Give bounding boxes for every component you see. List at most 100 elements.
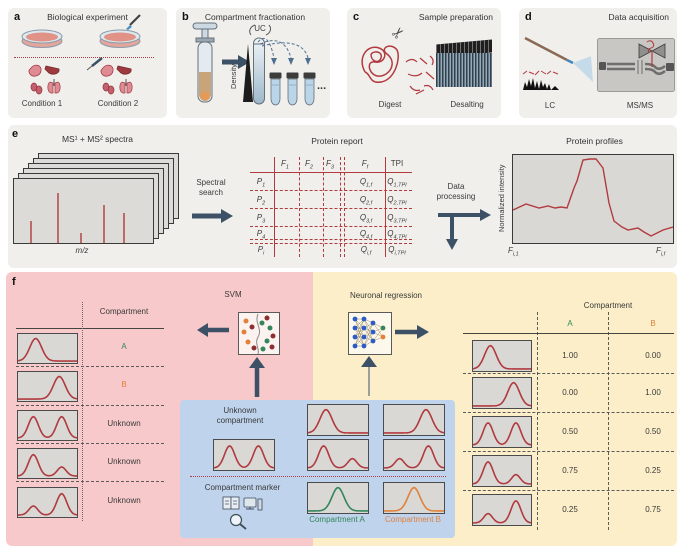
report-row-label: P4	[256, 229, 266, 241]
fraction-tube-icon	[303, 72, 316, 106]
panel-b-title: Compartment fractionation	[204, 12, 306, 22]
left-table-row-divider	[16, 366, 164, 367]
centrifuge-arrows-icon	[249, 24, 272, 36]
arrow-right-icon	[192, 209, 233, 223]
report-table-line	[385, 157, 386, 257]
report-qtpi-cell: Q3,TPI	[387, 213, 407, 225]
report-col-header: F3	[326, 159, 334, 171]
report-col-header: F1	[281, 159, 289, 171]
lc-column-icon	[522, 36, 593, 90]
panel-d-letter: d	[525, 11, 532, 23]
right-table-header: Compartment	[583, 301, 633, 310]
report-qtpi-cell: Qi,TPI	[388, 245, 406, 257]
spectral-search-label: Spectral search	[196, 178, 226, 197]
compartment-class-label: Unknown	[107, 419, 141, 428]
condition-divider	[14, 57, 154, 58]
report-table-line	[274, 157, 275, 257]
peptide-fragments-icon	[405, 55, 435, 95]
report-qf-cell: Qi,f	[360, 245, 372, 257]
panel-c-letter: c	[353, 11, 360, 23]
right-table-row-divider	[463, 451, 674, 452]
desalting-plate-bristles-icon	[436, 53, 492, 87]
pipette-icon	[126, 14, 141, 30]
profile-thumbnail	[472, 416, 532, 448]
left-table-line	[16, 328, 164, 329]
report-tpi-header: TPI	[390, 159, 404, 168]
panel-b-letter: b	[182, 11, 189, 23]
report-qtpi-cell: Q1,TPI	[387, 177, 407, 189]
profile-thumbnail	[17, 487, 78, 518]
mass-spectrometer-icon	[597, 38, 675, 92]
right-table-divider	[608, 312, 609, 530]
report-qf-cell: Q2,f	[359, 195, 373, 207]
right-table-row-divider	[463, 490, 674, 491]
x-axis-last-label: Fi,f	[656, 246, 666, 258]
probability-value-b: 0.25	[645, 466, 661, 475]
protein-profile-plot	[512, 154, 674, 244]
report-table-line	[250, 243, 412, 244]
compartment-b-label: Compartment B	[384, 515, 442, 524]
fraction-arrows-icon	[257, 38, 311, 65]
profile-thumbnail	[307, 404, 369, 436]
svm-title: SVM	[224, 290, 242, 299]
mz-axis-label: m/z	[75, 246, 89, 255]
probability-value-b: 1.00	[645, 388, 661, 397]
msms-label: MS/MS	[626, 101, 654, 110]
marker-a-thumbnail	[307, 482, 369, 514]
right-table-line	[463, 333, 674, 334]
right-table-row-divider	[463, 373, 674, 374]
probability-value-a: 0.25	[562, 505, 578, 514]
data-processing-arrows-icon	[438, 209, 491, 250]
petri-dish-icon	[99, 29, 141, 48]
probability-value-a: 0.75	[562, 466, 578, 475]
right-table-divider	[537, 312, 538, 530]
probability-value-b: 0.50	[645, 427, 661, 436]
profile-thumbnail	[307, 439, 369, 471]
training-box-divider	[190, 476, 446, 477]
report-qf-cell: Q3,f	[359, 213, 373, 225]
profile-thumbnail	[213, 439, 275, 471]
profile-thumbnail	[17, 333, 78, 364]
density-gradient-icon	[243, 44, 253, 102]
arrow-up-icon	[361, 356, 377, 396]
profile-thumbnail	[472, 340, 532, 372]
profiles-title: Protein profiles	[566, 136, 623, 146]
report-row-label: P1	[256, 177, 266, 189]
compartment-marker-title: Compartment marker	[204, 483, 281, 492]
y-axis-label: Normalized intensity	[497, 164, 506, 232]
neural-network-icon	[348, 312, 392, 355]
profile-thumbnail	[472, 494, 532, 526]
homogenizer-icon	[192, 22, 218, 103]
report-table-line	[344, 157, 345, 257]
spectrum-card-front	[13, 178, 154, 244]
probability-value-b: 0.75	[645, 505, 661, 514]
probability-value-a: 0.00	[562, 388, 578, 397]
protein-tangle-icon	[361, 45, 399, 83]
profile-thumbnail	[472, 377, 532, 409]
report-table-line	[250, 226, 412, 227]
report-row-label: P3	[256, 213, 266, 225]
profile-thumbnail	[383, 404, 445, 436]
profile-thumbnail	[472, 455, 532, 487]
report-table-line	[250, 190, 412, 191]
probability-value-a: 1.00	[562, 351, 578, 360]
right-table-row-divider	[463, 412, 674, 413]
x-axis-first-label: Fi,1	[508, 246, 519, 258]
report-qtpi-cell: Q4,TPI	[387, 229, 407, 241]
arrow-up-icon	[249, 357, 265, 397]
condition2-label: Condition 2	[97, 99, 139, 108]
spectra-title: MS¹ + MS² spectra	[61, 134, 134, 144]
left-table-divider	[82, 302, 83, 521]
arrow-left-icon	[197, 323, 229, 337]
right-table-col-b: B	[650, 319, 656, 328]
report-table-line	[340, 157, 341, 257]
data-processing-label: Data processing	[436, 182, 476, 201]
marker-b-thumbnail	[383, 482, 445, 514]
probability-value-a: 0.50	[562, 427, 578, 436]
compartment-class-label: A	[121, 342, 127, 351]
report-table-line	[250, 208, 412, 209]
compartment-class-label: Unknown	[107, 457, 141, 466]
panel-c-title: Sample preparation	[418, 12, 493, 22]
left-table-header: Compartment	[99, 307, 149, 316]
